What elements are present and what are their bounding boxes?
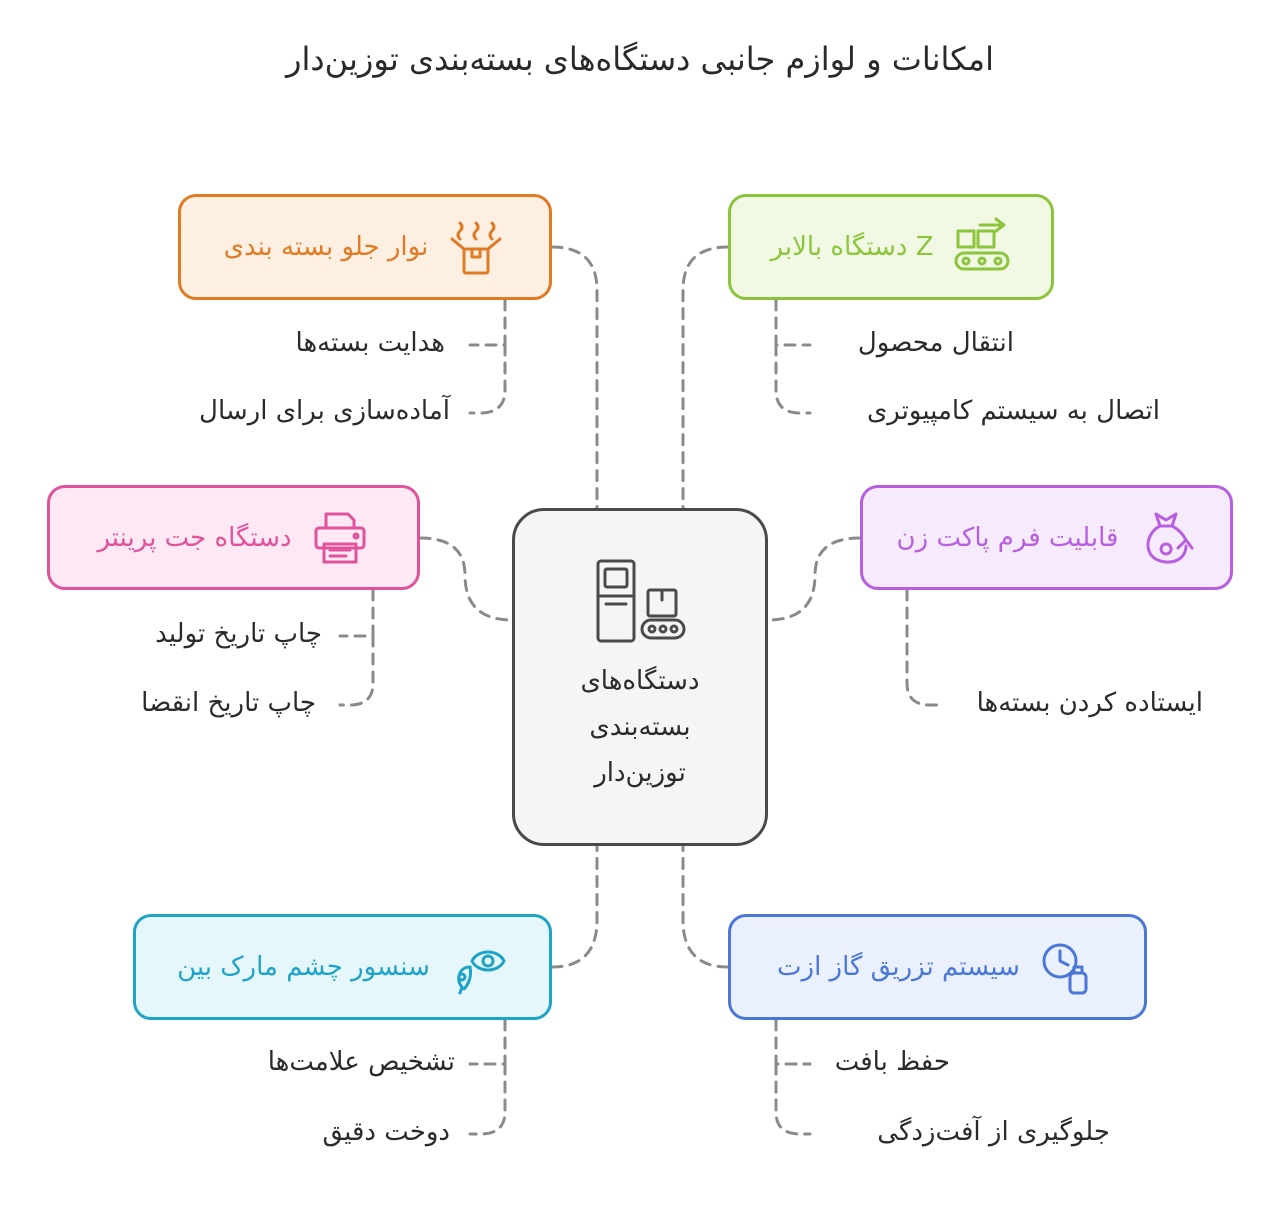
diagram-title: امکانات و لوازم جانبی دستگاه‌های بسته‌بن… xyxy=(286,40,994,78)
conveyor-icon xyxy=(952,217,1012,277)
leaf-text: انتقال محصول xyxy=(857,328,1014,358)
leaf-text: چاپ تاریخ تولید xyxy=(155,619,322,649)
gas-timer-icon xyxy=(1038,937,1098,997)
center-label-line-3: توزین‌دار xyxy=(594,758,686,788)
node-eye-mark-sensor: سنسور چشم مارک بین xyxy=(133,914,552,1020)
leaf-text: چاپ تاریخ انقضا xyxy=(141,688,316,718)
printer-icon xyxy=(310,508,370,568)
leaf-text: اتصال به سیستم کامپیوتری xyxy=(866,396,1160,426)
center-node: دستگاه‌های بسته‌بندی توزین‌دار xyxy=(512,508,768,846)
leaf-text: تشخیص علامت‌ها xyxy=(267,1047,455,1077)
node-label: سیستم تزریق گاز ازت xyxy=(777,952,1020,982)
center-label-line-2: بسته‌بندی xyxy=(589,712,691,742)
node-jet-printer: دستگاه جت پرینتر xyxy=(47,485,420,590)
node-label: دستگاه جت پرینتر xyxy=(97,522,292,553)
eye-sensor-icon xyxy=(448,937,508,997)
box-pressure-icon xyxy=(446,217,506,277)
node-nitrogen-gas: سیستم تزریق گاز ازت xyxy=(728,914,1147,1020)
node-label: Z دستگاه بالابر xyxy=(770,232,934,262)
packaging-machine-icon xyxy=(592,558,688,644)
node-z-elevator: Z دستگاه بالابر xyxy=(728,194,1054,300)
node-label: سنسور چشم مارک بین xyxy=(177,952,430,982)
leaf-text: آماده‌سازی برای ارسال xyxy=(199,396,450,426)
leaf-text: هدایت بسته‌ها xyxy=(295,328,445,358)
leaf-text: ایستاده کردن بسته‌ها xyxy=(976,688,1203,718)
leaf-text: حفظ بافت xyxy=(834,1047,950,1077)
leaf-text: جلوگیری از آفت‌زدگی xyxy=(877,1117,1110,1147)
bag-icon xyxy=(1136,508,1196,568)
node-label: قابلیت فرم پاکت زن xyxy=(896,522,1119,553)
node-bag-former: قابلیت فرم پاکت زن xyxy=(860,485,1233,590)
leaf-text: دوخت دقیق xyxy=(322,1117,450,1147)
node-front-conveyor: نوار جلو بسته بندی xyxy=(178,194,552,300)
center-label-line-1: دستگاه‌های xyxy=(580,666,700,696)
node-label: نوار جلو بسته بندی xyxy=(223,232,429,262)
